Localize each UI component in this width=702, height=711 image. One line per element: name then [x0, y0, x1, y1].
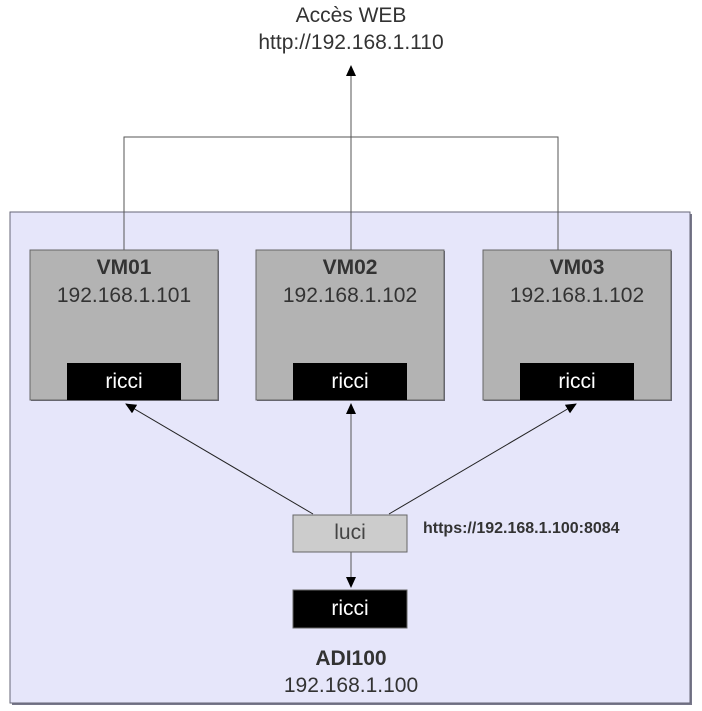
- vm02-ip: 192.168.1.102: [282, 284, 418, 307]
- vm01-ricci-label: ricci: [105, 370, 143, 393]
- luci-box: [292, 514, 408, 553]
- web-access-url: http://192.168.1.110: [258, 31, 444, 54]
- vm01-name: VM01: [96, 256, 152, 279]
- luci-to-vm03-arrow: [388, 403, 577, 515]
- web-access-title: Accès WEB: [295, 4, 407, 27]
- vm01-ip: 192.168.1.101: [56, 284, 192, 307]
- vm01-ricci-box: [67, 363, 181, 400]
- vm02-ricci-box: [293, 363, 407, 400]
- vm03-ricci-box: [520, 363, 634, 400]
- luci-url: https://192.168.1.100:8084: [423, 520, 620, 537]
- luci-to-vm01-arrow: [125, 403, 314, 515]
- vm03-ip: 192.168.1.102: [509, 284, 645, 307]
- vm03-name: VM03: [549, 256, 605, 279]
- host-name: ADI100: [315, 647, 387, 670]
- host-ricci-label: ricci: [331, 597, 369, 620]
- vm02-name: VM02: [322, 256, 378, 279]
- luci-label: luci: [334, 521, 366, 544]
- vm03-ricci-label: ricci: [558, 370, 596, 393]
- web-bus-line: [123, 136, 559, 250]
- host-ricci-box: [292, 589, 408, 629]
- vm02-ricci-label: ricci: [331, 370, 369, 393]
- host-ip: 192.168.1.100: [283, 674, 419, 697]
